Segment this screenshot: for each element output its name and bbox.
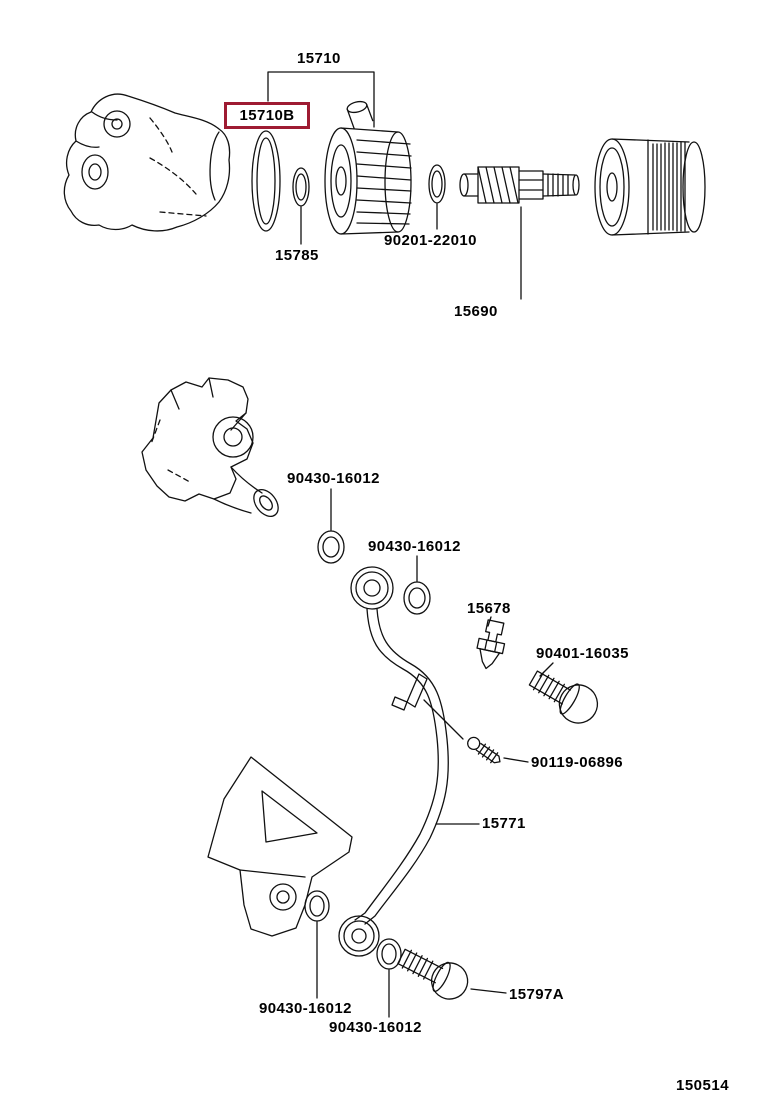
part-label-90430-16012-2[interactable]: 90430-16012 [368, 538, 461, 555]
part-label-90401-16035[interactable]: 90401-16035 [536, 645, 629, 662]
part-label-90430-16012-3[interactable]: 90430-16012 [259, 1000, 352, 1017]
part-drawing-union-15690 [459, 166, 580, 204]
part-drawing-gasket-d [376, 938, 402, 970]
part-drawing-bolt-90401-16035 [528, 670, 599, 724]
leader-lines [267, 71, 554, 1018]
part-label-15797a[interactable]: 15797A [509, 986, 564, 1003]
part-drawing-sensor-15678 [476, 619, 506, 670]
part-drawing-gasket-a [317, 530, 345, 564]
part-label-90430-16012-1[interactable]: 90430-16012 [287, 470, 380, 487]
part-drawing-screw-90119-06896 [467, 736, 501, 764]
part-drawing-oil-cooler [324, 100, 412, 235]
part-label-15690[interactable]: 15690 [454, 303, 498, 320]
part-drawing-ring-90201-22010 [428, 164, 446, 204]
part-drawing-ring-15785 [292, 167, 310, 207]
part-drawing-bracket [207, 756, 353, 937]
part-drawing-oil-cooler-cover [63, 93, 231, 232]
part-label-15678[interactable]: 15678 [467, 600, 511, 617]
part-drawing-gasket-c [304, 890, 330, 922]
part-drawing-oring-15710b [251, 130, 281, 232]
part-drawing-gasket-b [403, 581, 431, 615]
part-label-90201-22010[interactable]: 90201-22010 [384, 232, 477, 249]
part-drawing-oil-pipe-15771 [338, 566, 449, 957]
part-label-90430-16012-4[interactable]: 90430-16012 [329, 1019, 422, 1036]
part-drawing-oil-filter [594, 138, 706, 236]
part-label-90119-06896[interactable]: 90119-06896 [531, 754, 623, 771]
part-label-15771[interactable]: 15771 [482, 815, 526, 832]
part-drawing-union-bolt-15797a [397, 948, 469, 1000]
part-label-15710[interactable]: 15710 [297, 50, 341, 67]
part-label-15710b-highlighted[interactable]: 15710B [224, 102, 310, 129]
part-label-15710b-text: 15710B [239, 107, 295, 124]
figure-number: 150514 [676, 1077, 730, 1094]
part-label-15785[interactable]: 15785 [275, 247, 319, 264]
part-drawing-engine-block [141, 377, 279, 517]
